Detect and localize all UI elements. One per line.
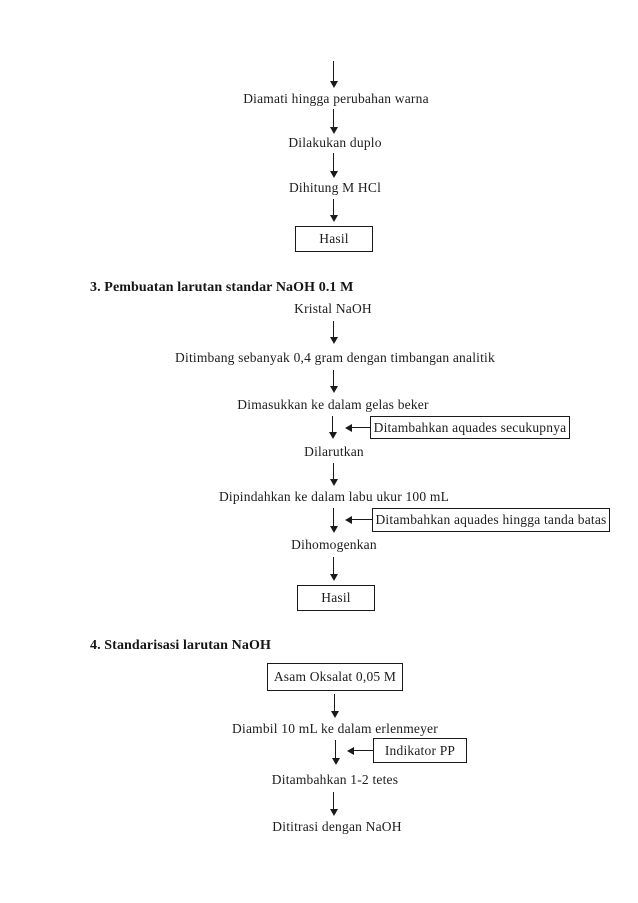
side-input-box: Ditambahkan aquades secukupnya xyxy=(370,416,570,439)
flow-arrow-down xyxy=(329,153,338,178)
flow-arrow-down xyxy=(329,199,338,222)
section-heading: 3. Pembuatan larutan standar NaOH 0.1 M xyxy=(90,280,354,295)
flow-arrow-down xyxy=(329,109,338,134)
result-box: Hasil xyxy=(295,226,373,252)
flow-arrow-down xyxy=(329,792,338,816)
flow-step: Dititrasi dengan NaOH xyxy=(272,819,402,834)
flow-arrow-left xyxy=(345,515,373,524)
flow-step: Ditimbang sebanyak 0,4 gram dengan timba… xyxy=(175,350,495,365)
section-heading: 4. Standarisasi larutan NaOH xyxy=(90,638,271,653)
side-input-box: Ditambahkan aquades hingga tanda batas xyxy=(372,508,610,532)
flow-start: Kristal NaOH xyxy=(294,301,372,316)
flow-step: Diambil 10 mL ke dalam erlenmeyer xyxy=(232,721,438,736)
flow-step: Dimasukkan ke dalam gelas beker xyxy=(237,397,429,412)
flow-arrow-down xyxy=(329,61,338,88)
flow-arrow-down xyxy=(331,740,340,765)
flow-arrow-down xyxy=(329,463,338,486)
flow-step: Dipindahkan ke dalam labu ukur 100 mL xyxy=(218,489,450,504)
flow-step: Dilarutkan xyxy=(304,444,364,459)
flow-step: Dihitung M HCl xyxy=(288,180,382,195)
flow-step: Ditambahkan 1-2 tetes xyxy=(271,772,399,787)
flow-arrow-left xyxy=(347,746,373,755)
flow-arrow-down xyxy=(329,508,338,533)
flow-arrow-down xyxy=(329,557,338,581)
flow-arrow-down xyxy=(330,694,339,718)
side-input-box: Indikator PP xyxy=(373,738,467,763)
flow-arrow-down xyxy=(329,370,338,393)
flow-arrow-down xyxy=(328,416,337,439)
flow-step: Dilakukan duplo xyxy=(288,135,382,150)
flow-step: Dihomogenkan xyxy=(291,537,377,552)
flow-arrow-down xyxy=(329,321,338,344)
flow-arrow-left xyxy=(345,423,371,432)
flow-step: Diamati hingga perubahan warna xyxy=(243,91,429,106)
result-box: Hasil xyxy=(297,585,375,611)
start-box: Asam Oksalat 0,05 M xyxy=(267,663,403,691)
